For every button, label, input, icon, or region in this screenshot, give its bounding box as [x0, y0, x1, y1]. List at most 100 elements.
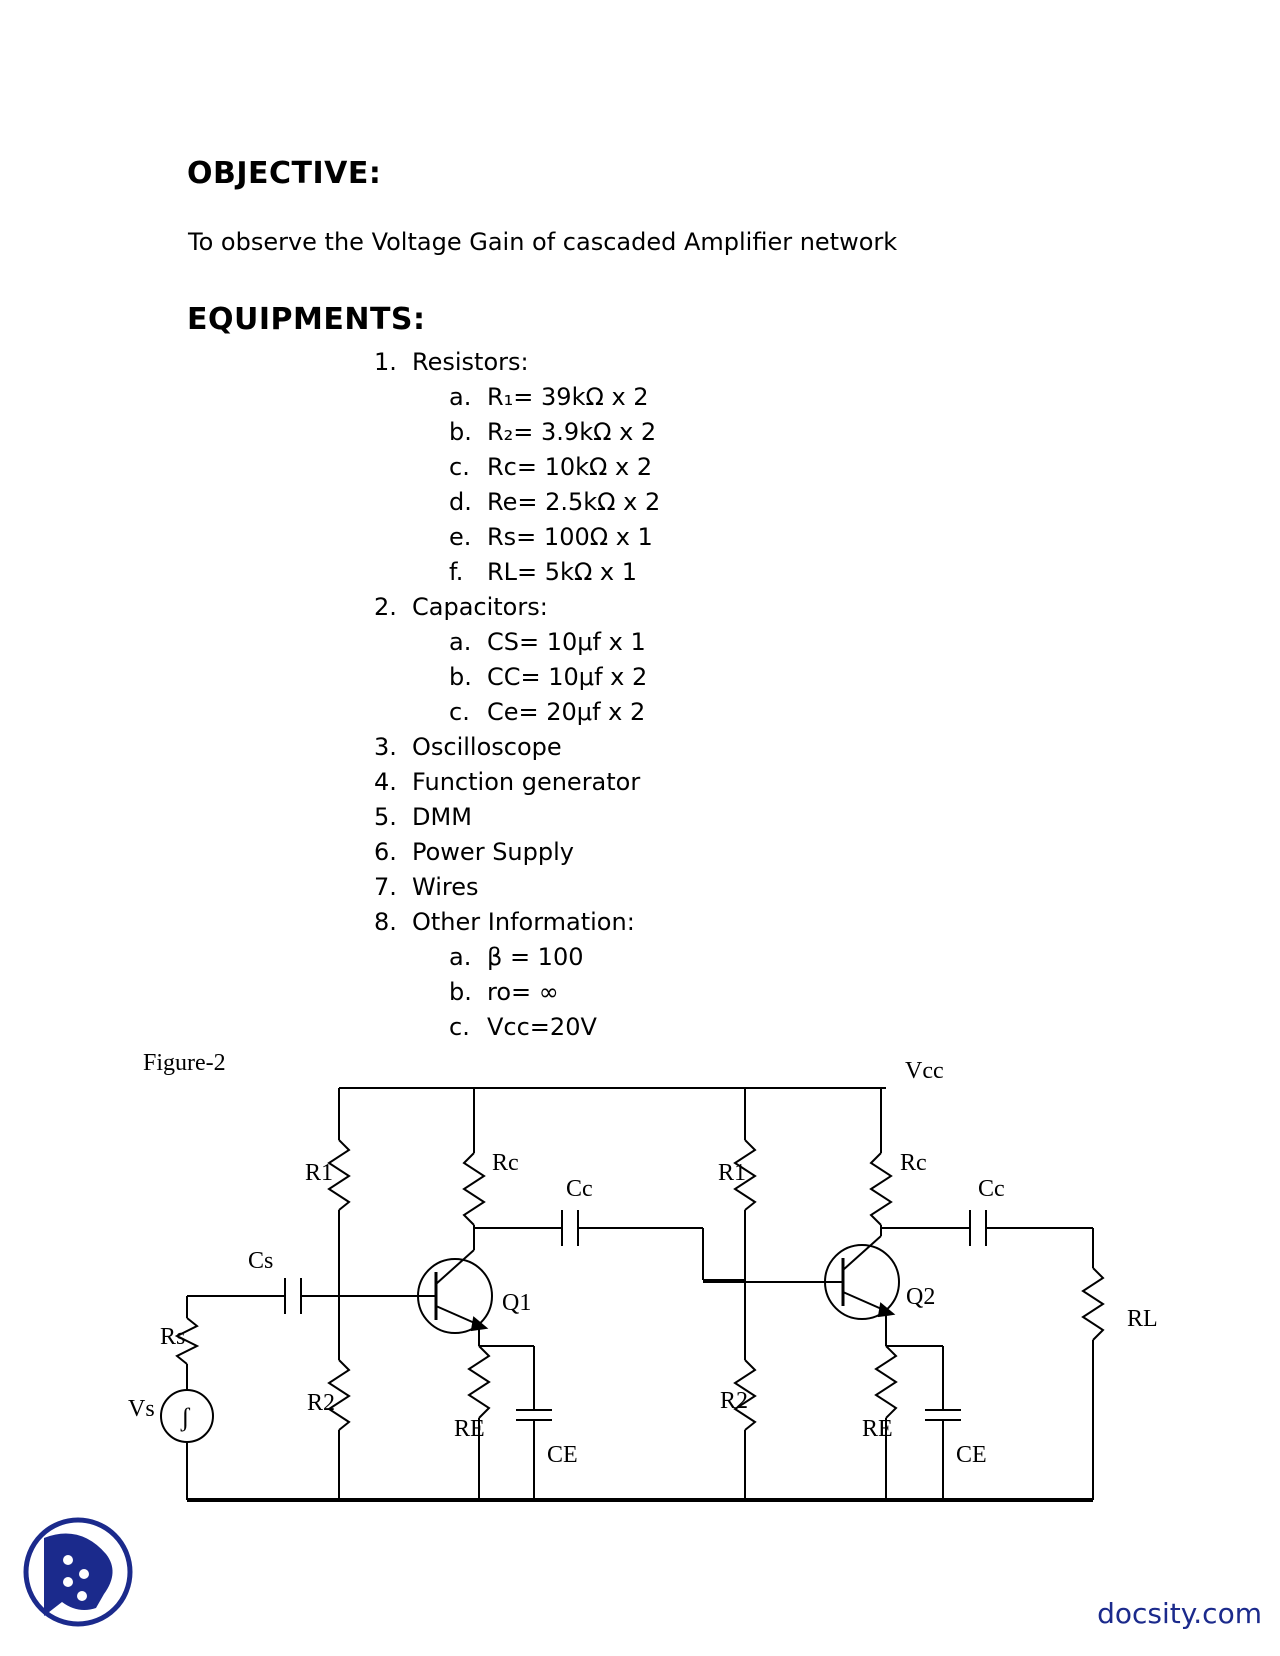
item-label: Oscilloscope	[412, 733, 562, 761]
item-number: a.	[449, 383, 472, 411]
item-number: c.	[449, 698, 470, 726]
list-item: c. Ce= 20μf x 2	[449, 695, 660, 730]
cc-stage1-label: Cc	[566, 1176, 593, 1202]
item-label: Wires	[412, 873, 479, 901]
rc-stage1-resistor	[462, 1152, 486, 1226]
item-number: c.	[449, 453, 470, 481]
cs-label: Cs	[248, 1248, 273, 1274]
q2-collector	[842, 1235, 882, 1271]
item-label: R₂= 3.9kΩ x 2	[487, 418, 657, 446]
list-item: a.CS= 10μf x 1	[449, 625, 660, 660]
r2-stage2-resistor	[733, 1359, 757, 1431]
item-number: 6.	[374, 838, 397, 866]
rc-stage2-label: Rc	[900, 1150, 927, 1176]
item-number: f.	[449, 558, 464, 586]
objective-heading: OBJECTIVE:	[187, 156, 382, 191]
equipment-list: 1.Resistors: a.R₁= 39kΩ x 2 b.R₂= 3.9kΩ …	[374, 345, 660, 1045]
item-number: a.	[449, 628, 472, 656]
r1-stage1-label: R1	[305, 1160, 333, 1186]
list-item: 1. Resistors: a.R₁= 39kΩ x 2 b.R₂= 3.9kΩ …	[374, 345, 660, 590]
r1-stage2-label: R1	[718, 1160, 746, 1186]
q2-label: Q2	[906, 1284, 935, 1310]
circuit-labels: Vcc R1 Rc Cc Q1 R2 RE CE Cs Rs Vs ʃ R1 R…	[128, 1058, 1158, 1468]
item-number: e.	[449, 523, 472, 551]
re-stage2-label: RE	[862, 1416, 893, 1442]
r2-stage1-resistor	[327, 1359, 351, 1431]
item-number: c.	[449, 1013, 470, 1041]
list-item: 3. Oscilloscope	[374, 730, 660, 765]
list-item: 4. Function generator	[374, 765, 660, 800]
q1-collector	[435, 1249, 475, 1285]
item-number: 7.	[374, 873, 397, 901]
rs-label: Rs	[160, 1324, 185, 1350]
docsity-brand-link[interactable]: docsity.com	[1097, 1597, 1262, 1630]
item-label: Re= 2.5kΩ x 2	[487, 488, 661, 516]
list-item: 7. Wires	[374, 870, 660, 905]
q2-transistor-body	[824, 1244, 900, 1320]
info-sublist: a. β = 100 b. ro= ∞ c. Vcc=20V	[374, 940, 660, 1045]
item-label: Other Information:	[412, 908, 635, 936]
item-number: b.	[449, 978, 472, 1006]
item-label: RL= 5kΩ x 1	[487, 558, 638, 586]
ac-source-symbol: ʃ	[180, 1403, 191, 1432]
item-number: a.	[449, 943, 472, 971]
list-item: d. Re= 2.5kΩ x 2	[449, 485, 660, 520]
list-item: f. RL= 5kΩ x 1	[449, 555, 660, 590]
ce-stage1-label: CE	[547, 1442, 578, 1468]
list-item: a. β = 100	[449, 940, 660, 975]
list-item: b. ro= ∞	[449, 975, 660, 1010]
item-number: 8.	[374, 908, 397, 936]
item-label: ro= ∞	[487, 978, 559, 1006]
list-item: 6. Power Supply	[374, 835, 660, 870]
item-number: d.	[449, 488, 472, 516]
r2-stage1-label: R2	[307, 1390, 335, 1416]
circuit-wires	[160, 1087, 1105, 1502]
list-item: b.R₂= 3.9kΩ x 2	[449, 415, 660, 450]
item-label: Power Supply	[412, 838, 574, 866]
list-item: 8. Other Information: a. β = 100 b. ro= ∞ c…	[374, 905, 660, 1045]
capacitor-sublist: a.CS= 10μf x 1 b. CC= 10μf x 2 c. Ce= 20μf…	[374, 625, 660, 730]
vs-label: Vs	[128, 1396, 155, 1422]
equipments-heading: EQUIPMENTS:	[187, 302, 426, 337]
list-item: c. Vcc=20V	[449, 1010, 660, 1045]
rl-label: RL	[1127, 1306, 1158, 1332]
rc-stage1-label: Rc	[492, 1150, 519, 1176]
item-label: DMM	[412, 803, 472, 831]
re-stage1-resistor	[467, 1345, 491, 1419]
cc-stage2-label: Cc	[978, 1176, 1005, 1202]
item-label: Function generator	[412, 768, 641, 796]
item-number: 5.	[374, 803, 397, 831]
list-item: 2. Capacitors: a.CS= 10μf x 1 b. CC= 10μf …	[374, 590, 660, 730]
figure-label: Figure-2	[143, 1050, 226, 1076]
rs-resistor	[174, 1317, 200, 1365]
list-item: a.R₁= 39kΩ x 2	[449, 380, 660, 415]
r2-stage2-label: R2	[720, 1388, 748, 1414]
r1-stage1-resistor	[327, 1139, 351, 1211]
rc-stage2-resistor	[869, 1152, 893, 1226]
vcc-label: Vcc	[905, 1058, 944, 1084]
item-label: Rc= 10kΩ x 2	[487, 453, 653, 481]
item-number: 3.	[374, 733, 397, 761]
item-label: Resistors:	[412, 348, 529, 376]
item-number: 2.	[374, 593, 397, 621]
list-item: e.Rs= 100Ω x 1	[449, 520, 660, 555]
docsity-logo-icon	[22, 1516, 134, 1632]
item-number: 4.	[374, 768, 397, 796]
list-item: b. CC= 10μf x 2	[449, 660, 660, 695]
re-stage1-label: RE	[454, 1416, 485, 1442]
item-label: β = 100	[487, 943, 584, 971]
list-item: c. Rc= 10kΩ x 2	[449, 450, 660, 485]
item-label: Capacitors:	[412, 593, 548, 621]
ce-stage2-label: CE	[956, 1442, 987, 1468]
item-number: b.	[449, 663, 472, 691]
q1-label: Q1	[502, 1290, 531, 1316]
resistor-sublist: a.R₁= 39kΩ x 2 b.R₂= 3.9kΩ x 2 c. Rc= 10k…	[374, 380, 660, 590]
list-item: 5. DMM	[374, 800, 660, 835]
item-label: Vcc=20V	[487, 1013, 597, 1041]
item-number: 1.	[374, 348, 397, 376]
re-stage2-resistor	[874, 1345, 898, 1419]
item-label: Ce= 20μf x 2	[487, 698, 646, 726]
r1-stage2-resistor	[733, 1139, 757, 1211]
item-label: CC= 10μf x 2	[487, 663, 648, 691]
